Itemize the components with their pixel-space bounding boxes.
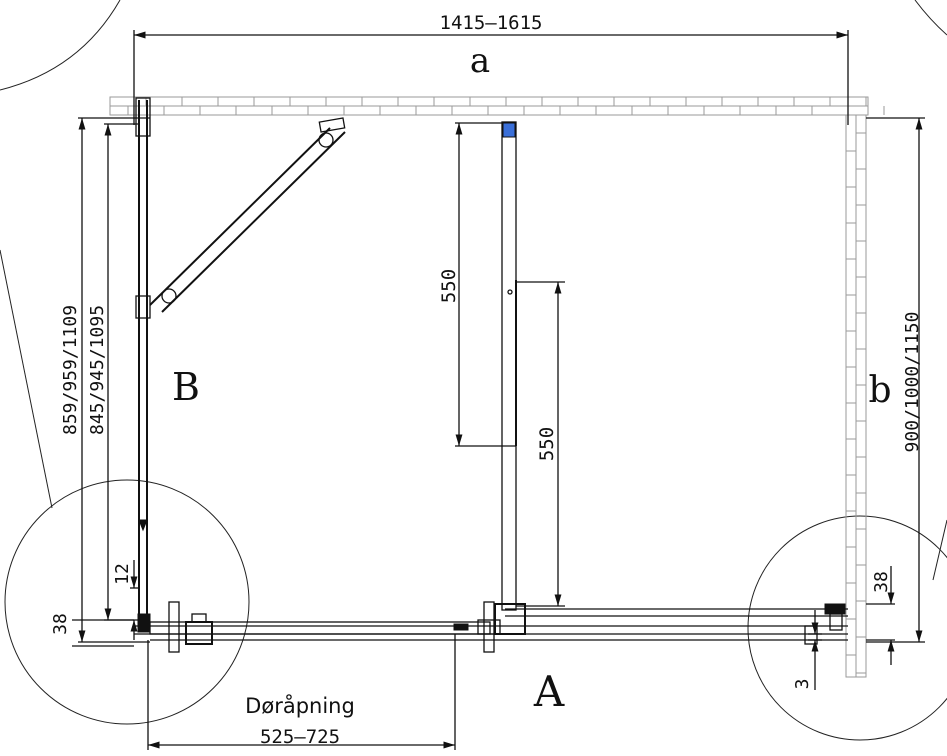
support-bar <box>149 117 346 313</box>
right-wall-bricks <box>846 114 866 674</box>
right-wall <box>845 114 867 678</box>
depth-heights-label: 859/959/1109 <box>60 305 81 435</box>
dim-38-right-label: 38 <box>871 571 892 593</box>
dimension-38-right: 38 <box>866 566 895 665</box>
dimension-depth-inner: 845/945/1095 <box>87 123 139 621</box>
dimension-depth-outer: 859/959/1109 <box>60 117 150 643</box>
detail-circle-top-right <box>914 0 947 36</box>
side-label-b: b <box>868 370 891 411</box>
detail-circle-bottom-right <box>747 515 947 741</box>
door-opening-range: 525–725 <box>260 726 340 748</box>
dimension-38-left: 38 <box>50 613 134 647</box>
detail-circle-bottom-left <box>4 479 250 725</box>
depth-inner-label: 845/945/1095 <box>87 305 108 435</box>
right-depth-label: 900/1000/1150 <box>902 312 923 453</box>
dimension-width: 1415–1615 a <box>133 12 849 125</box>
dim-38-left-label: 38 <box>50 613 71 635</box>
dim-550-mid-label: 550 <box>536 427 558 461</box>
side-label-a: a <box>470 41 490 81</box>
width-range-label: 1415–1615 <box>440 12 543 34</box>
leader-line-left <box>0 249 53 509</box>
dim-3-label: 3 <box>792 679 813 690</box>
sliding-door-A <box>149 621 491 635</box>
hardware-details <box>137 601 846 653</box>
top-wall <box>109 96 869 116</box>
dimension-door-opening: Døråpning 525–725 <box>147 634 456 750</box>
dimension-550-mid: 550 <box>516 281 565 607</box>
dimension-12: 12 <box>112 560 139 640</box>
door-opening-label: Døråpning <box>245 693 355 718</box>
dimension-550-top: 550 <box>438 122 516 447</box>
detail-circle-top-left <box>0 0 121 91</box>
leader-line-right <box>932 519 947 581</box>
dim-550-top-label: 550 <box>438 269 460 303</box>
dimension-right-depth: 900/1000/1150 <box>866 117 925 643</box>
side-label-A: A <box>533 667 565 716</box>
dimension-3-right: 3 <box>792 610 822 690</box>
fixed-panel <box>501 121 517 611</box>
side-label-B: B <box>172 365 200 409</box>
side-panel-B <box>135 97 151 628</box>
bottom-rails <box>134 608 848 641</box>
dim-12-label: 12 <box>112 563 133 585</box>
